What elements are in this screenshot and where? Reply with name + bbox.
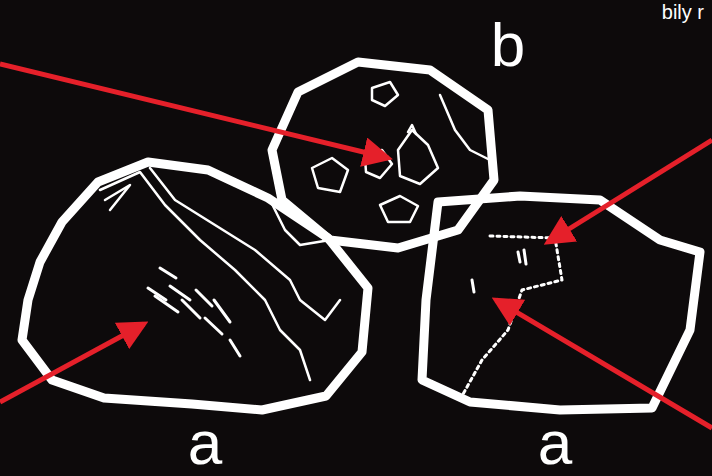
pointer-arrow	[0, 324, 144, 402]
pointer-arrow	[0, 64, 388, 158]
fragment-outline	[422, 196, 700, 410]
vein-line	[150, 168, 340, 320]
mineral-streaks	[472, 250, 526, 292]
mineral-streaks	[148, 268, 240, 356]
inclusion-blobs	[312, 82, 438, 222]
zone-boundary	[462, 236, 562, 396]
pointer-arrow	[496, 300, 712, 428]
fragment-outline	[22, 162, 368, 410]
pointer-arrows	[0, 64, 712, 428]
vein-line	[100, 172, 310, 380]
pointer-arrow	[548, 140, 712, 242]
fragment-label: b	[491, 14, 525, 76]
vein-line	[105, 185, 130, 210]
vein-line	[440, 95, 490, 160]
fragment-label: a	[538, 412, 572, 474]
note-text: bily r	[662, 2, 704, 22]
fragment-label: a	[188, 412, 222, 474]
